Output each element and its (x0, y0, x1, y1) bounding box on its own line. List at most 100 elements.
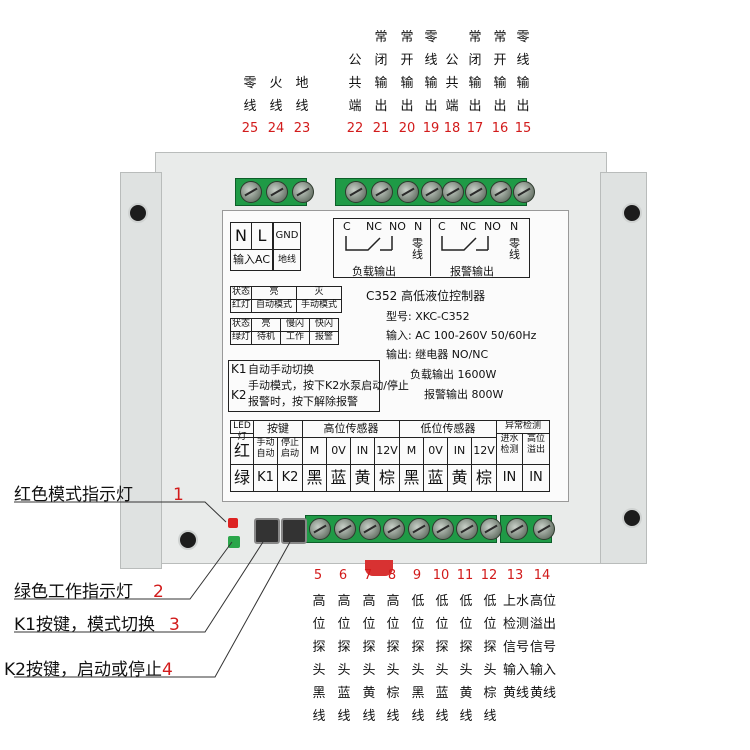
top-terminal-number: 22 (346, 121, 364, 136)
side-label-text: 红色模式指示灯 (14, 485, 133, 505)
led-standby: 待机 (251, 331, 281, 345)
key-k2-desc1: 手动模式，按下K2水泵启动/停止 (248, 379, 409, 392)
relay-alarm-out: 报警输出 (450, 265, 494, 278)
top-terminal-label: 常开输出 (400, 30, 414, 114)
top-terminal-label: 零线 (243, 76, 257, 114)
bt-in1: IN (350, 437, 375, 465)
bottom-terminal-label: 低位探头棕线 (483, 594, 497, 724)
led-fast: 快闪 (309, 318, 339, 332)
bt-low: 低位传感器 (399, 420, 497, 438)
top-terminal-label: 常闭输出 (374, 30, 388, 114)
mount-hole-icon (178, 530, 198, 550)
bottom-terminal-label: 高位探头棕线 (386, 594, 400, 724)
led-on2: 亮 (251, 318, 281, 332)
power-input-ac: 输入AC (230, 249, 273, 271)
relay-n2: N (510, 220, 519, 233)
bottom-terminal-label: 上水检测信号输入黄线 (502, 594, 529, 701)
spec-input: 输入: AC 100-260V 50/60Hz (386, 329, 537, 342)
top-terminal-number: 16 (491, 121, 509, 136)
relay-no1: NO (389, 220, 406, 233)
led-auto: 自动模式 (251, 299, 297, 313)
side-label-text: K1按键，模式切换 (14, 615, 155, 635)
screw-terminal-icon (506, 518, 528, 540)
spec-model: 型号: XKC-C352 (386, 310, 470, 323)
top-terminal-number: 17 (466, 121, 484, 136)
bt-k2: K2 (277, 464, 303, 492)
relay-load-out: 负载输出 (352, 265, 396, 278)
relay-neutral2: 零线 (509, 237, 520, 261)
top-terminal-number: 19 (422, 121, 440, 136)
screw-terminal-icon (359, 518, 381, 540)
relay-nc2: NC (460, 220, 476, 233)
relay-no2: NO (484, 220, 501, 233)
side-label-num: 4 (161, 660, 173, 680)
led-state-h2: 状态 (230, 318, 252, 332)
relay-neutral1: 零线 (412, 237, 423, 261)
key-k2: K2 (231, 388, 247, 402)
screw-terminal-icon (456, 518, 478, 540)
bottom-terminal-label: 低位探头蓝线 (435, 594, 449, 724)
power-n-cell: N (230, 222, 252, 250)
power-l-cell: L (251, 222, 273, 250)
relay-n1: N (414, 220, 423, 233)
led-off-h: 灭 (296, 286, 342, 300)
bottom-terminal-number: 11 (456, 568, 474, 583)
top-terminal-label: 地线 (295, 76, 309, 114)
k1-button[interactable] (254, 518, 280, 544)
device-title: C352 高低液位控制器 (366, 289, 486, 303)
bottom-terminal-number: 8 (387, 568, 397, 583)
mount-hole-icon (622, 508, 642, 528)
top-terminal-label: 零线输出 (424, 30, 438, 114)
bt-red: 红 (230, 437, 254, 465)
bt-black1: 黑 (302, 464, 327, 492)
screw-terminal-icon (442, 181, 464, 203)
screw-terminal-icon (334, 518, 356, 540)
red-stripe (365, 560, 393, 576)
relay-c1: C (343, 220, 351, 233)
bottom-terminal-label: 高位探头黑线 (312, 594, 326, 724)
mount-flange-left (120, 172, 162, 569)
bt-manual-auto: 手动自动 (253, 437, 278, 465)
spec-alarm-power: 报警输出 800W (424, 388, 504, 401)
led-manual: 手动模式 (296, 299, 342, 313)
top-terminal-number: 18 (443, 121, 461, 136)
bt-high: 高位传感器 (302, 420, 400, 438)
power-gnd-cell: GND (273, 222, 301, 250)
top-terminal-label: 火线 (269, 76, 283, 114)
bt-led: LED灯 (230, 420, 254, 442)
spec-load-power: 负载输出 1600W (410, 368, 497, 381)
led-state-h1: 状态 (230, 286, 252, 300)
key-k2-desc2: 报警时，按下解除报警 (248, 395, 358, 408)
bt-k1: K1 (253, 464, 278, 492)
side-label-num: 1 (173, 485, 184, 505)
screw-terminal-icon (309, 518, 331, 540)
screw-terminal-icon (533, 518, 555, 540)
screw-terminal-icon (266, 181, 288, 203)
side-label-red-led: 红色模式指示灯 1 (14, 480, 184, 505)
bt-green: 绿 (230, 464, 254, 492)
green-led-icon (228, 536, 240, 548)
mount-flange-right (600, 172, 647, 564)
bottom-terminal-number: 5 (313, 568, 323, 583)
screw-terminal-icon (432, 518, 454, 540)
led-green: 绿灯 (230, 331, 252, 345)
k2-button[interactable] (281, 518, 307, 544)
bt-in-b: IN (522, 464, 550, 492)
bottom-terminal-number: 14 (533, 568, 551, 583)
top-terminal-label: 零线输出 (516, 30, 530, 114)
bottom-terminal-number: 10 (432, 568, 450, 583)
top-terminal-number: 24 (267, 121, 285, 136)
relay-c2: C (438, 220, 446, 233)
top-terminal-label: 公共端 (445, 53, 459, 114)
bottom-terminal-number: 12 (480, 568, 498, 583)
bottom-terminal-number: 13 (506, 568, 524, 583)
bt-0v1: 0V (326, 437, 351, 465)
relay-switch-icon (345, 236, 489, 251)
bt-0v2: 0V (423, 437, 448, 465)
top-terminal-label: 常开输出 (493, 30, 507, 114)
bt-abnormal: 异常检测 (496, 420, 550, 434)
screw-terminal-icon (292, 181, 314, 203)
top-terminal-number: 23 (293, 121, 311, 136)
